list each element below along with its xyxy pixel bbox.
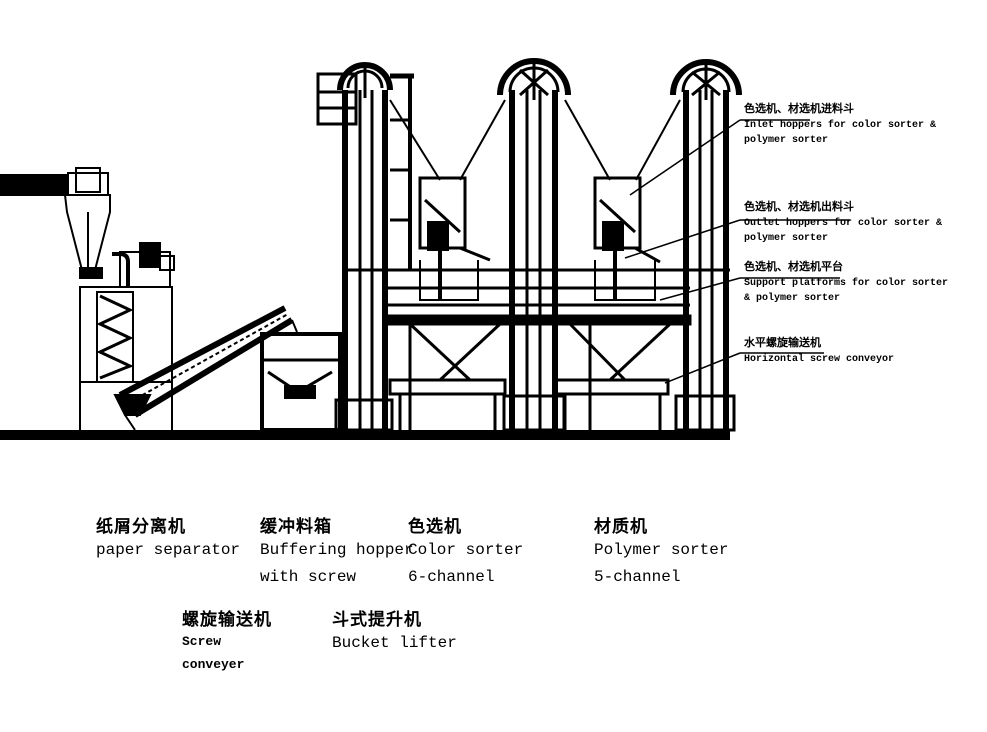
legend-polymer-sorter-zh: 材质机 (594, 517, 648, 537)
legend-screw-conveyer-en: Screw conveyer (182, 634, 245, 672)
screw-conveyor-drawing (113, 305, 298, 431)
feed-chutes (389, 99, 681, 181)
legend-paper-separator: 纸屑分离机 paper separator (96, 512, 240, 564)
callout-outlet-hoppers: 色选机、材选机出料斗 Outlet hoppers for color sort… (744, 201, 969, 246)
legend-bucket-lifter-en: Bucket lifter (332, 634, 457, 652)
color-sorter-drawing (418, 176, 491, 301)
callout-support-platforms-en: Support platforms for color sorter & pol… (744, 278, 949, 304)
callout-inlet-hoppers: 色选机、材选机进料斗 Inlet hoppers for color sorte… (744, 103, 969, 148)
legend-buffering-hopper-en: Buffering hopper with screw (260, 541, 414, 586)
plant-layout-drawing (0, 58, 850, 440)
callout-outlet-hoppers-en: Outlet hoppers for color sorter & polyme… (744, 218, 943, 244)
callout-inlet-hoppers-en: Inlet hoppers for color sorter & polymer… (744, 120, 937, 146)
legend-color-sorter-zh: 色选机 (408, 517, 462, 537)
legend-bucket-lifter-zh: 斗式提升机 (332, 610, 422, 630)
callout-support-platforms-zh: 色选机、材选机平台 (744, 262, 843, 274)
support-platforms-drawing (345, 268, 730, 430)
bucket-lifter-2-drawing (497, 58, 571, 432)
bucket-lifter-1-drawing (316, 62, 414, 432)
polymer-sorter-drawing (593, 176, 661, 301)
legend-color-sorter-en: Color sorter 6-channel (408, 541, 524, 586)
legend-paper-separator-en: paper separator (96, 541, 241, 559)
callout-outlet-hoppers-zh: 色选机、材选机出料斗 (744, 202, 854, 214)
legend-buffering-hopper: 缓冲料箱 Buffering hopper with screw (260, 512, 414, 591)
callout-horizontal-screw-en: Horizontal screw conveyor (744, 354, 895, 365)
callout-inlet-hoppers-zh: 色选机、材选机进料斗 (744, 104, 854, 116)
legend-bucket-lifter: 斗式提升机 Bucket lifter (332, 605, 457, 657)
legend-color-sorter: 色选机 Color sorter 6-channel (408, 512, 523, 591)
legend-polymer-sorter: 材质机 Polymer sorter 5-channel (594, 512, 728, 591)
inlet-duct (0, 174, 68, 196)
callout-support-platforms: 色选机、材选机平台 Support platforms for color so… (744, 261, 954, 306)
horizontal-screw-conveyor-drawing (388, 378, 670, 430)
bucket-lifter-3-drawing (670, 59, 742, 432)
legend-paper-separator-zh: 纸屑分离机 (96, 517, 186, 537)
legend-screw-conveyer-zh: 螺旋输送机 (182, 610, 272, 630)
legend-screw-conveyer: 螺旋输送机 Screw conveyer (182, 605, 272, 676)
legend-buffering-hopper-zh: 缓冲料箱 (260, 517, 332, 537)
paper-separator-drawing (64, 167, 175, 433)
legend-polymer-sorter-en: Polymer sorter 5-channel (594, 541, 729, 586)
callout-horizontal-screw: 水平螺旋输送机 Horizontal screw conveyor (744, 337, 969, 367)
callout-horizontal-screw-zh: 水平螺旋输送机 (744, 338, 821, 350)
buffering-hopper-drawing (260, 332, 342, 432)
callout-leaders (624, 119, 850, 384)
ground-line (0, 430, 730, 440)
